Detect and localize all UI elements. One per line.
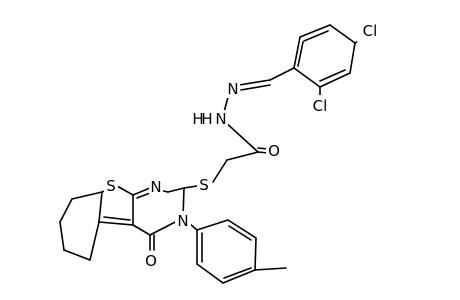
thiophene-s-text: S [106, 177, 116, 195]
cyclohexene-ring [59, 191, 103, 261]
pyrimidinone-o-text: O [145, 252, 157, 270]
chlorine-ortho-text: Cl [313, 97, 328, 115]
pyrimidinone-o-label: O [143, 251, 159, 271]
hydrazone-n-lower-text: N [215, 110, 226, 128]
amide-h-upper-text: H [201, 110, 212, 128]
pyrimidine-n-bottom-label: N [175, 211, 191, 231]
hydrazone-n-lower-label: N [214, 110, 228, 128]
amide-h-lower-text: H [192, 110, 203, 128]
chlorine-top-text: Cl [363, 22, 378, 40]
thioether-s-text: S [199, 176, 209, 194]
dichlorophenyl-ring [293, 24, 356, 88]
chlorine-ortho-label: Cl [307, 95, 333, 117]
thioether-s-label: S [197, 176, 211, 194]
thiophene-s-label: S [104, 177, 118, 195]
hydrazone-n-upper-label: N [226, 80, 240, 98]
carbonyl-o-label: O [266, 142, 282, 160]
atom-labels: Cl Cl N N H H O S S [104, 20, 383, 271]
substituent-bonds [269, 37, 364, 99]
carbonyl-o-text: O [268, 142, 280, 160]
pyrimidine-n-bottom-text: N [177, 212, 188, 230]
pyrimidine-n-top-label: N [149, 178, 163, 196]
tolyl-ring [196, 219, 287, 284]
hydrazone-chain [183, 79, 271, 189]
amide-h-label: H H [192, 110, 215, 128]
pyrimidine-n-top-text: N [150, 178, 161, 196]
hydrazone-n-upper-text: N [227, 80, 238, 98]
chlorine-top-label: Cl [357, 20, 383, 42]
